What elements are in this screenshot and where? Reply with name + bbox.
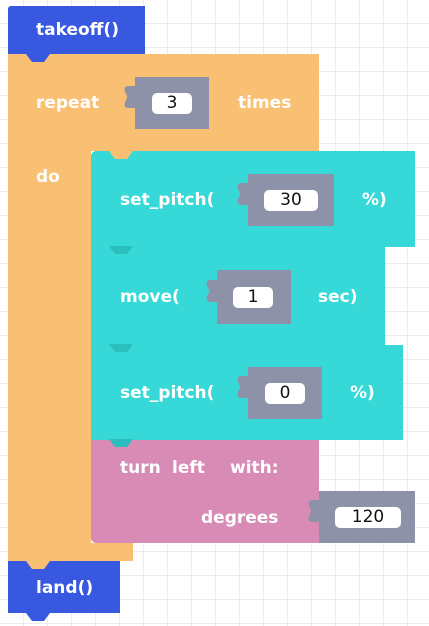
takeoff-block[interactable]: takeoff() [8, 6, 145, 54]
repeat-do-label: do [36, 167, 60, 187]
turn-left-top-notch [109, 439, 133, 448]
set-pitch-1-slot-tab [236, 183, 250, 209]
move-value-field[interactable]: 1 [233, 287, 273, 308]
set-pitch-2-value-field[interactable]: 0 [265, 383, 305, 404]
repeat-block-left-arm [8, 151, 91, 561]
turn-label: turn [120, 458, 161, 478]
set-pitch-2-top-notch [109, 344, 133, 353]
turn-degrees-field[interactable]: 120 [335, 507, 401, 528]
set-pitch-2-slot-tab [236, 376, 250, 402]
land-label: land() [36, 578, 94, 598]
turn-left-block[interactable] [91, 440, 319, 543]
land-bottom-notch [26, 613, 50, 622]
takeoff-label: takeoff() [36, 20, 119, 40]
turn-degrees-label: degrees [201, 508, 279, 528]
move-top-notch [109, 246, 133, 255]
set-pitch-1-label: set_pitch( [120, 190, 215, 210]
set-pitch-2-suffix: %) [350, 383, 375, 403]
set-pitch-1-top-notch [109, 151, 133, 160]
turn-degrees-slot-tab [307, 500, 321, 526]
turn-direction-label: left [172, 458, 205, 478]
set-pitch-1-value-field[interactable]: 30 [264, 190, 318, 211]
set-pitch-2-label: set_pitch( [120, 383, 215, 403]
land-top-notch [26, 561, 50, 570]
takeoff-notch-cutout [26, 54, 50, 63]
move-label: move( [120, 287, 180, 307]
repeat-count-field[interactable]: 3 [152, 93, 192, 114]
move-suffix: sec) [318, 287, 358, 307]
turn-with-label: with: [230, 458, 279, 478]
repeat-label: repeat [36, 93, 100, 113]
set-pitch-1-suffix: %) [362, 190, 387, 210]
move-slot-tab [205, 280, 219, 306]
repeat-count-slot-tab [123, 86, 137, 112]
repeat-times-label: times [238, 93, 292, 113]
repeat-block-footer [8, 543, 133, 561]
land-block[interactable]: land() [8, 561, 120, 613]
